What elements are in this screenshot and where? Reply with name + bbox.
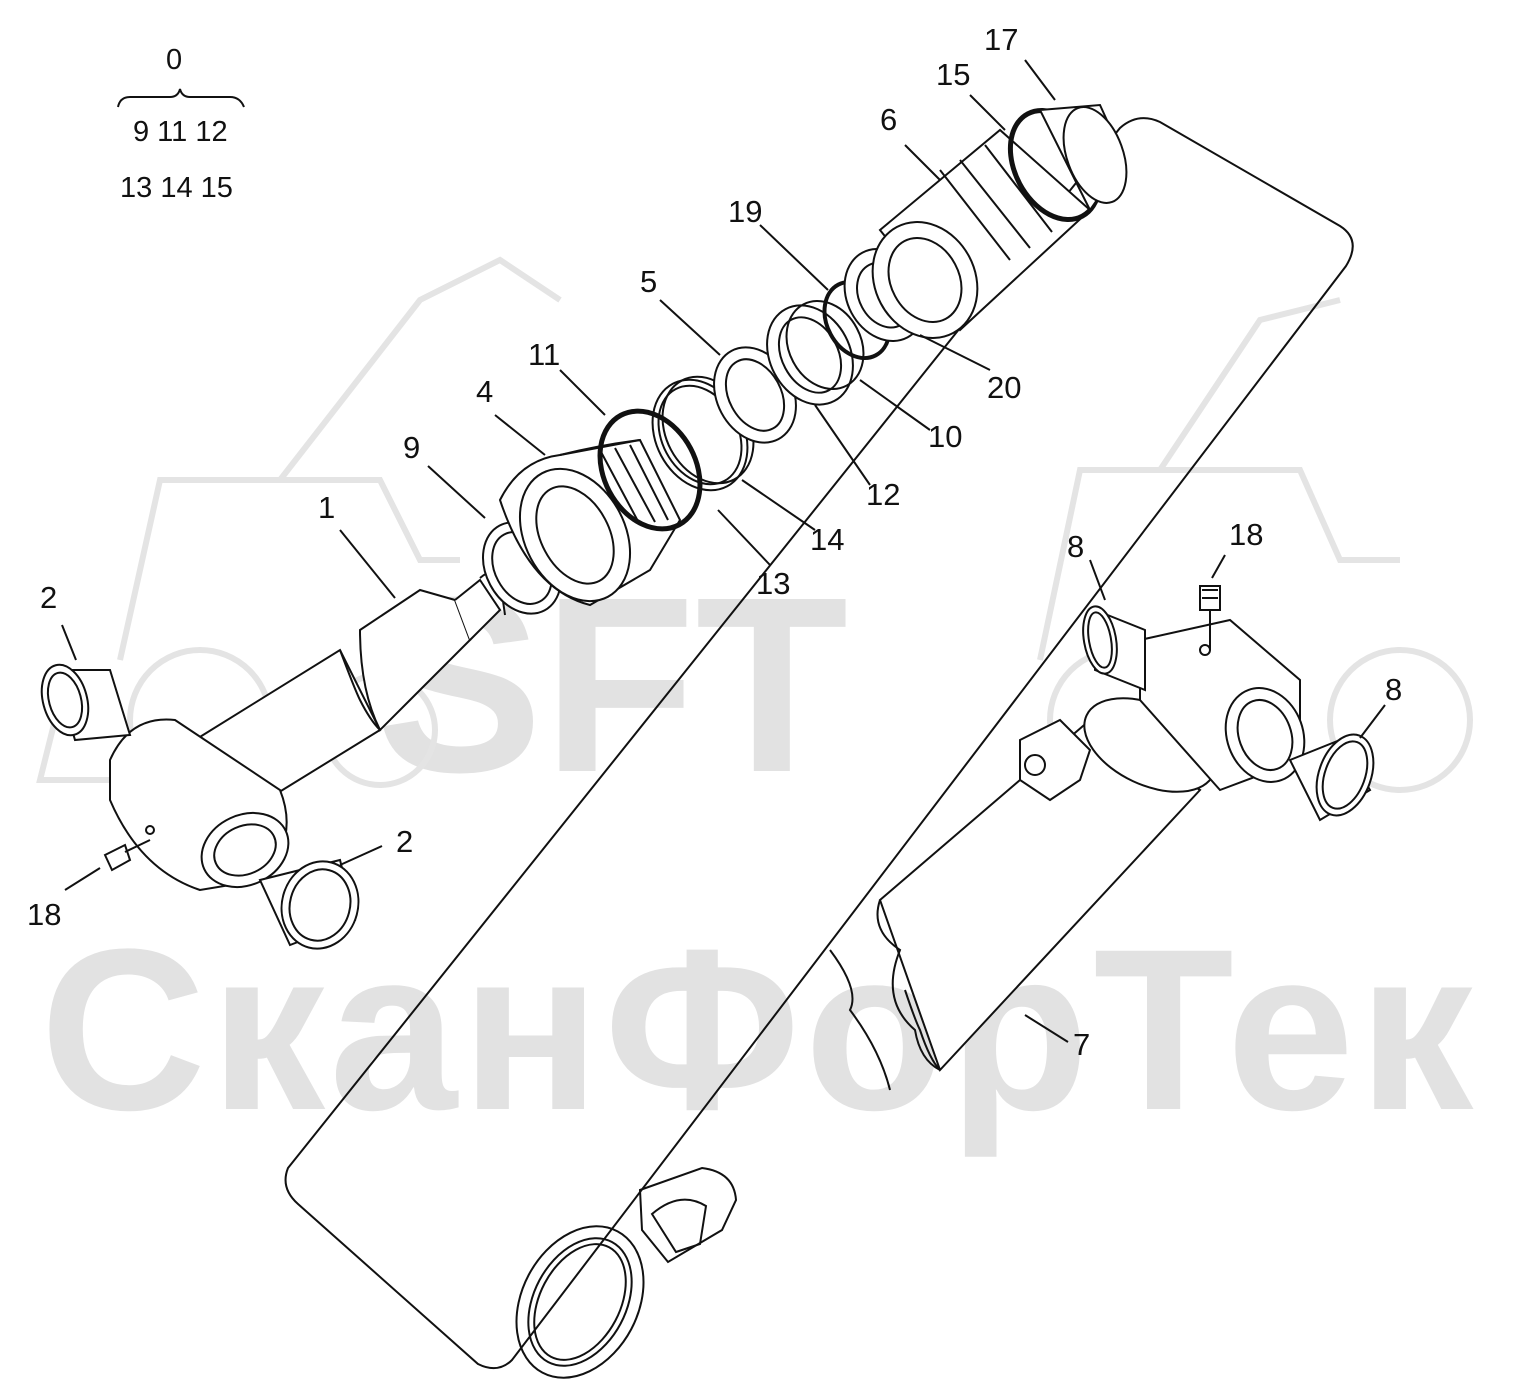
callout-1: 1 (318, 490, 335, 525)
cylinder-base (876, 618, 1306, 1072)
callout-18: 18 (27, 897, 61, 932)
callout-8: 8 (1385, 672, 1402, 707)
seal-12-10 (766, 300, 865, 406)
leader-lines (61, 59, 1386, 1043)
callout-7: 7 (1073, 1027, 1090, 1062)
kit-row-1: 9 11 12 (133, 116, 228, 148)
callout-5: 5 (640, 264, 657, 299)
oring-11 (597, 408, 703, 532)
seal-15-ring-17 (1007, 103, 1128, 223)
callout-2: 2 (40, 580, 57, 615)
kit-brace (117, 88, 245, 108)
callout-13: 13 (756, 566, 790, 601)
bushing-8-a (1082, 605, 1146, 692)
watermark-company: СканФорТек (40, 901, 1478, 1158)
callout-12: 12 (866, 477, 900, 512)
kit-number: 0 (166, 44, 183, 76)
callout-17: 17 (984, 22, 1018, 57)
rod-eye (109, 718, 290, 892)
grease-fitting-right (1199, 585, 1221, 650)
callout-8: 8 (1067, 529, 1084, 564)
callout-4: 4 (476, 374, 493, 409)
callout-9: 9 (403, 430, 420, 465)
kit-row-2: 13 14 15 (120, 172, 233, 204)
piston-6 (871, 128, 1092, 339)
callout-18: 18 (1229, 517, 1263, 552)
callout-19: 19 (728, 194, 762, 229)
bushing-8-b (1288, 733, 1375, 822)
callout-10: 10 (928, 419, 962, 454)
callout-15: 15 (936, 57, 970, 92)
callout-2: 2 (396, 824, 413, 859)
bushing-2-b (258, 858, 360, 950)
callout-20: 20 (987, 370, 1021, 405)
callout-6: 6 (880, 102, 897, 137)
callout-14: 14 (810, 522, 844, 557)
grease-fitting-left (103, 839, 151, 872)
bushing-2-a (40, 663, 132, 742)
callout-11: 11 (528, 337, 560, 372)
gland-4 (498, 438, 682, 607)
tube-break (829, 949, 941, 1091)
cylinder-tube (284, 117, 1354, 1379)
